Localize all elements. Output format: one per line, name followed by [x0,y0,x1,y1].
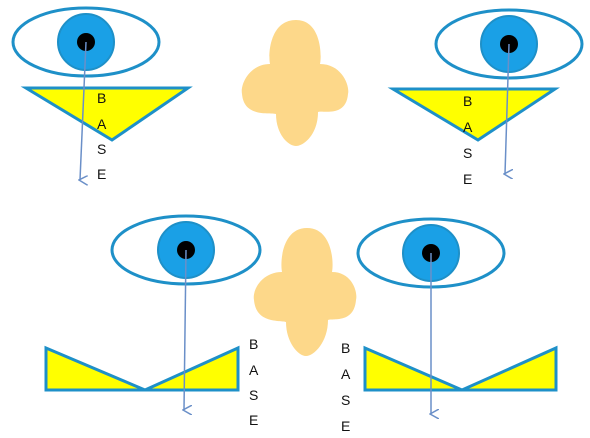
light-ray-bottom-left [184,249,186,410]
base-label-top-right-1: B [463,93,472,109]
base-label-top-left-1: B [97,90,106,106]
base-label-top-left-4: E [97,166,106,182]
prism-bottom-left-b [144,345,240,392]
prism-top-right [387,87,560,142]
light-ray-top-right [505,43,509,174]
light-ray-top-left [80,41,86,180]
base-label-top-left-2: A [97,116,107,132]
base-label-top-right-2: A [463,119,473,135]
base-label-bottom-right-3: S [341,392,350,408]
prism-bottom-right-a [363,345,463,392]
prism-bottom-left-a [44,345,146,392]
base-label-bottom-right-4: E [341,418,350,434]
prism-top-left [20,86,193,142]
base-label-bottom-right-2: A [341,366,351,382]
base-label-top-right-4: E [463,171,472,187]
base-label-top-right-3: S [463,145,472,161]
base-label-bottom-left-2: A [249,362,259,378]
base-label-top-left-3: S [97,141,106,157]
base-label-bottom-left-1: B [249,336,258,352]
nose-bottom [253,228,357,356]
prism-bottom-right-b [461,345,558,392]
nose-top [241,20,349,146]
base-label-bottom-left-3: S [249,387,258,403]
base-label-bottom-right-1: B [341,340,350,356]
base-label-bottom-left-4: E [249,412,258,428]
